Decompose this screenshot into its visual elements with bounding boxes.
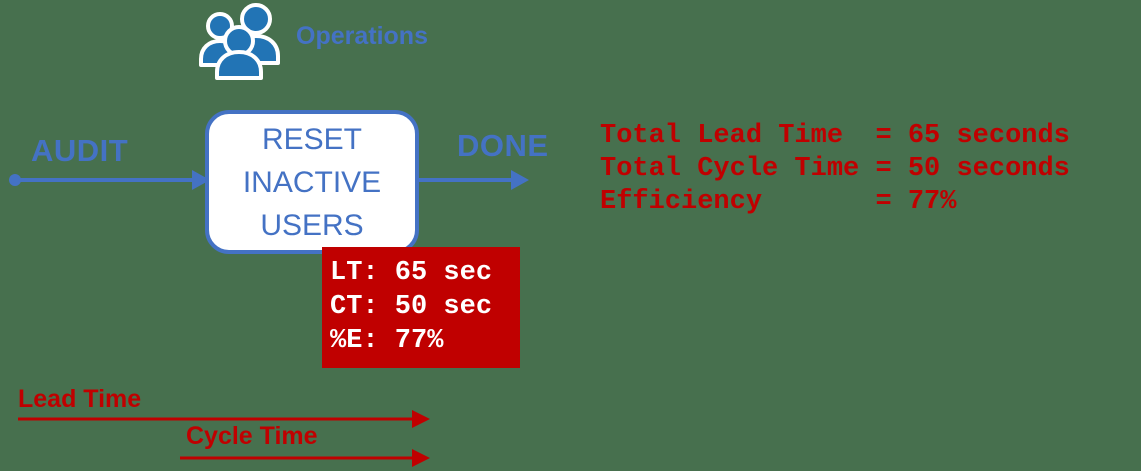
cycle-time-label: Cycle Time [186, 422, 318, 450]
lead-time-label: Lead Time [18, 385, 142, 413]
operations-label: Operations [296, 22, 428, 50]
process-line: RESET [261, 122, 363, 156]
process-box: RESET INACTIVE USERS [205, 110, 419, 254]
metrics-box: LT: 65 sec CT: 50 sec %E: 77% [322, 247, 520, 368]
process-line: USERS [260, 208, 364, 242]
people-group-icon [199, 3, 280, 80]
efficiency-line: Efficiency = 77% [600, 187, 957, 217]
lead-time-arrow [18, 410, 430, 428]
total-lead-time-line: Total Lead Time = 65 seconds [600, 121, 1070, 151]
lead-time-metric: LT: 65 sec [330, 258, 493, 288]
done-label: DONE [457, 128, 549, 163]
audit-label: AUDIT [31, 133, 129, 168]
efficiency-metric: %E: 77% [330, 326, 444, 356]
cycle-time-arrow [180, 449, 430, 467]
total-cycle-time-line: Total Cycle Time = 50 seconds [600, 154, 1070, 184]
process-line: INACTIVE [242, 165, 382, 199]
done-arrow [419, 170, 529, 190]
cycle-time-metric: CT: 50 sec [330, 292, 493, 322]
audit-arrow [9, 170, 210, 190]
summary-text: Total Lead Time = 65 seconds Total Cycle… [600, 120, 1070, 219]
